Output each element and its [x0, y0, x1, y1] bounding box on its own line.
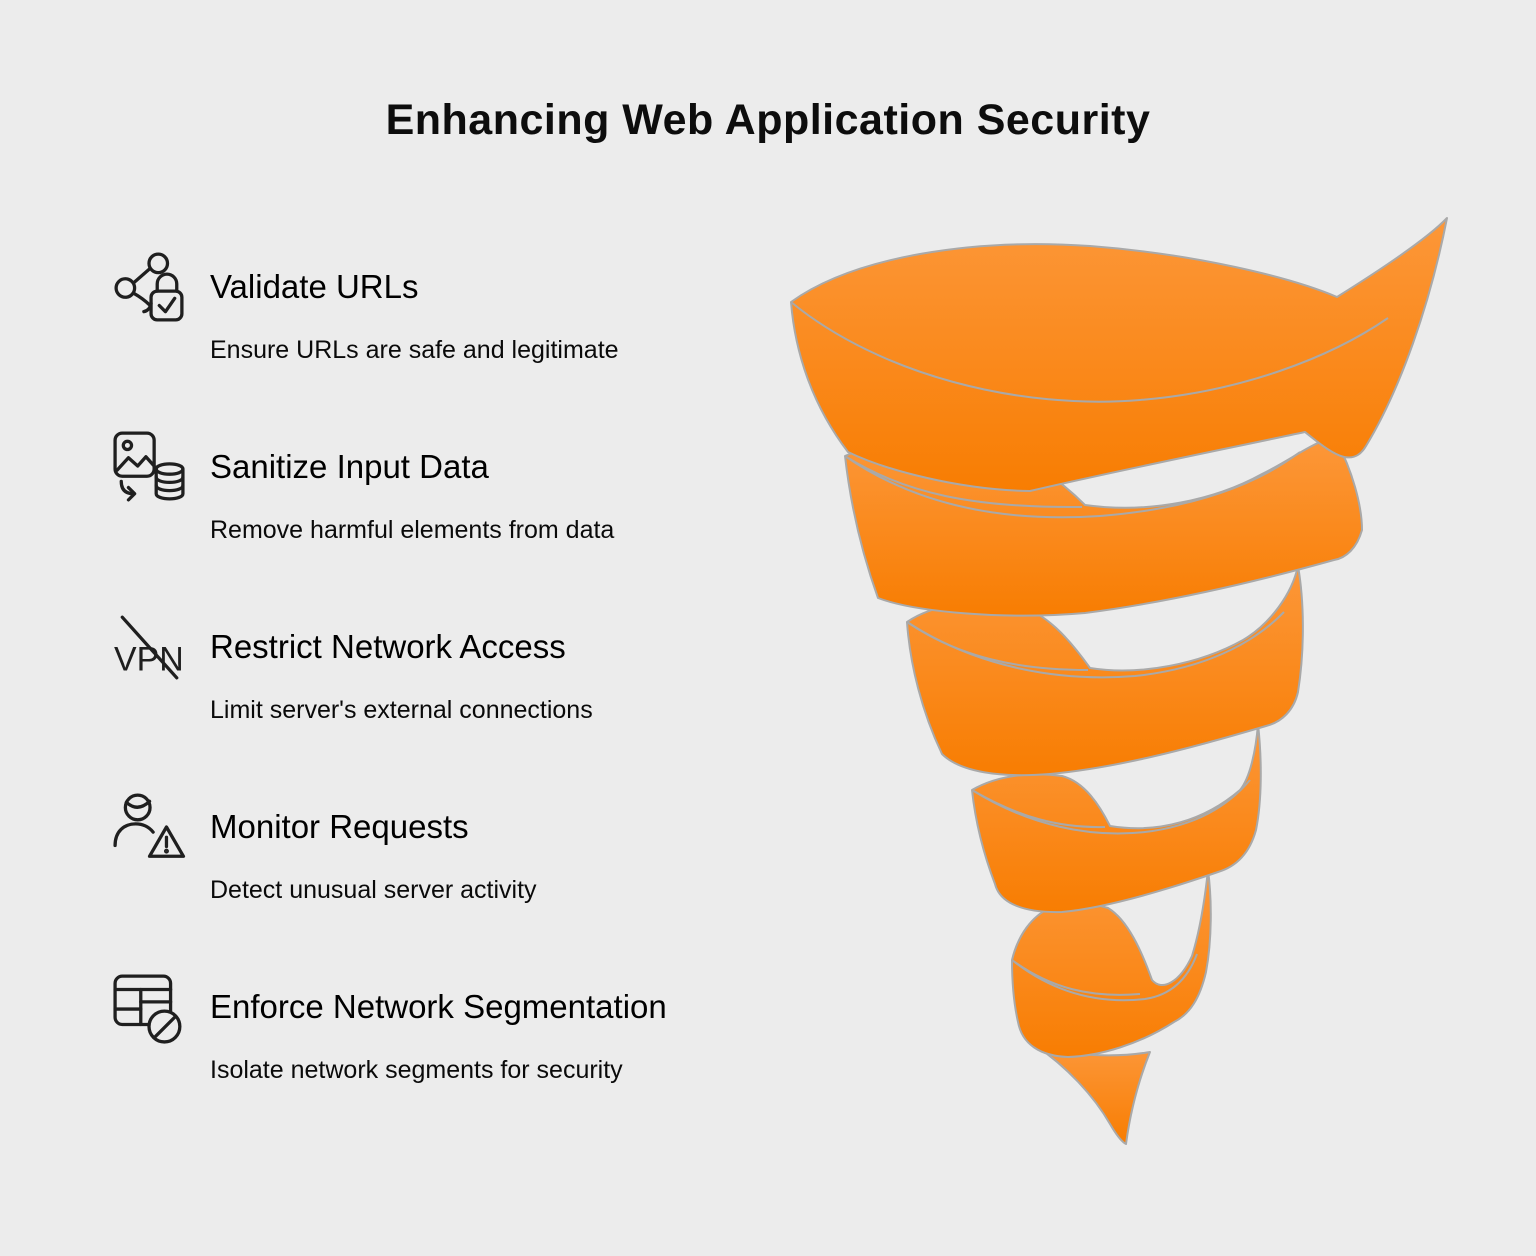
item-title: Sanitize Input Data — [210, 448, 489, 485]
funnel-band-3 — [906, 565, 1304, 777]
funnel-band-1 — [790, 217, 1448, 492]
list-item-network-segmentation: Enforce Network Segmentation Isolate net… — [112, 970, 667, 1085]
item-texts: Restrict Network Access Limit server's e… — [210, 610, 593, 725]
item-subtitle: Limit server's external connections — [210, 696, 593, 724]
funnel-tip — [1035, 1045, 1151, 1145]
table-blocked-icon — [112, 970, 186, 1044]
list-item-validate-urls: Validate URLs Ensure URLs are safe and l… — [112, 250, 619, 365]
spiral-funnel-graphic — [760, 200, 1460, 1160]
list-item-monitor-requests: Monitor Requests Detect unusual server a… — [112, 790, 537, 905]
vpn-crossed-icon: VPN — [112, 610, 186, 684]
item-title: Validate URLs — [210, 268, 419, 305]
page-title: Enhancing Web Application Security — [385, 96, 1151, 144]
item-title: Enforce Network Segmentation — [210, 988, 667, 1025]
list-item-sanitize-input: Sanitize Input Data Remove harmful eleme… — [112, 430, 614, 545]
item-subtitle: Isolate network segments for security — [210, 1056, 623, 1084]
item-texts: Enforce Network Segmentation Isolate net… — [210, 970, 667, 1085]
item-texts: Monitor Requests Detect unusual server a… — [210, 790, 537, 905]
item-texts: Sanitize Input Data Remove harmful eleme… — [210, 430, 614, 545]
share-lock-icon — [112, 250, 186, 324]
item-subtitle: Remove harmful elements from data — [210, 516, 615, 544]
item-title: Monitor Requests — [210, 808, 469, 845]
funnel-band-4 — [971, 723, 1262, 914]
item-title: Restrict Network Access — [210, 628, 566, 665]
image-to-database-icon — [112, 430, 186, 504]
list-item-restrict-network: VPN Restrict Network Access Limit server… — [112, 610, 593, 725]
person-warning-icon — [112, 790, 186, 864]
item-texts: Validate URLs Ensure URLs are safe and l… — [210, 250, 619, 365]
item-subtitle: Detect unusual server activity — [210, 876, 537, 904]
item-subtitle: Ensure URLs are safe and legitimate — [210, 336, 619, 364]
